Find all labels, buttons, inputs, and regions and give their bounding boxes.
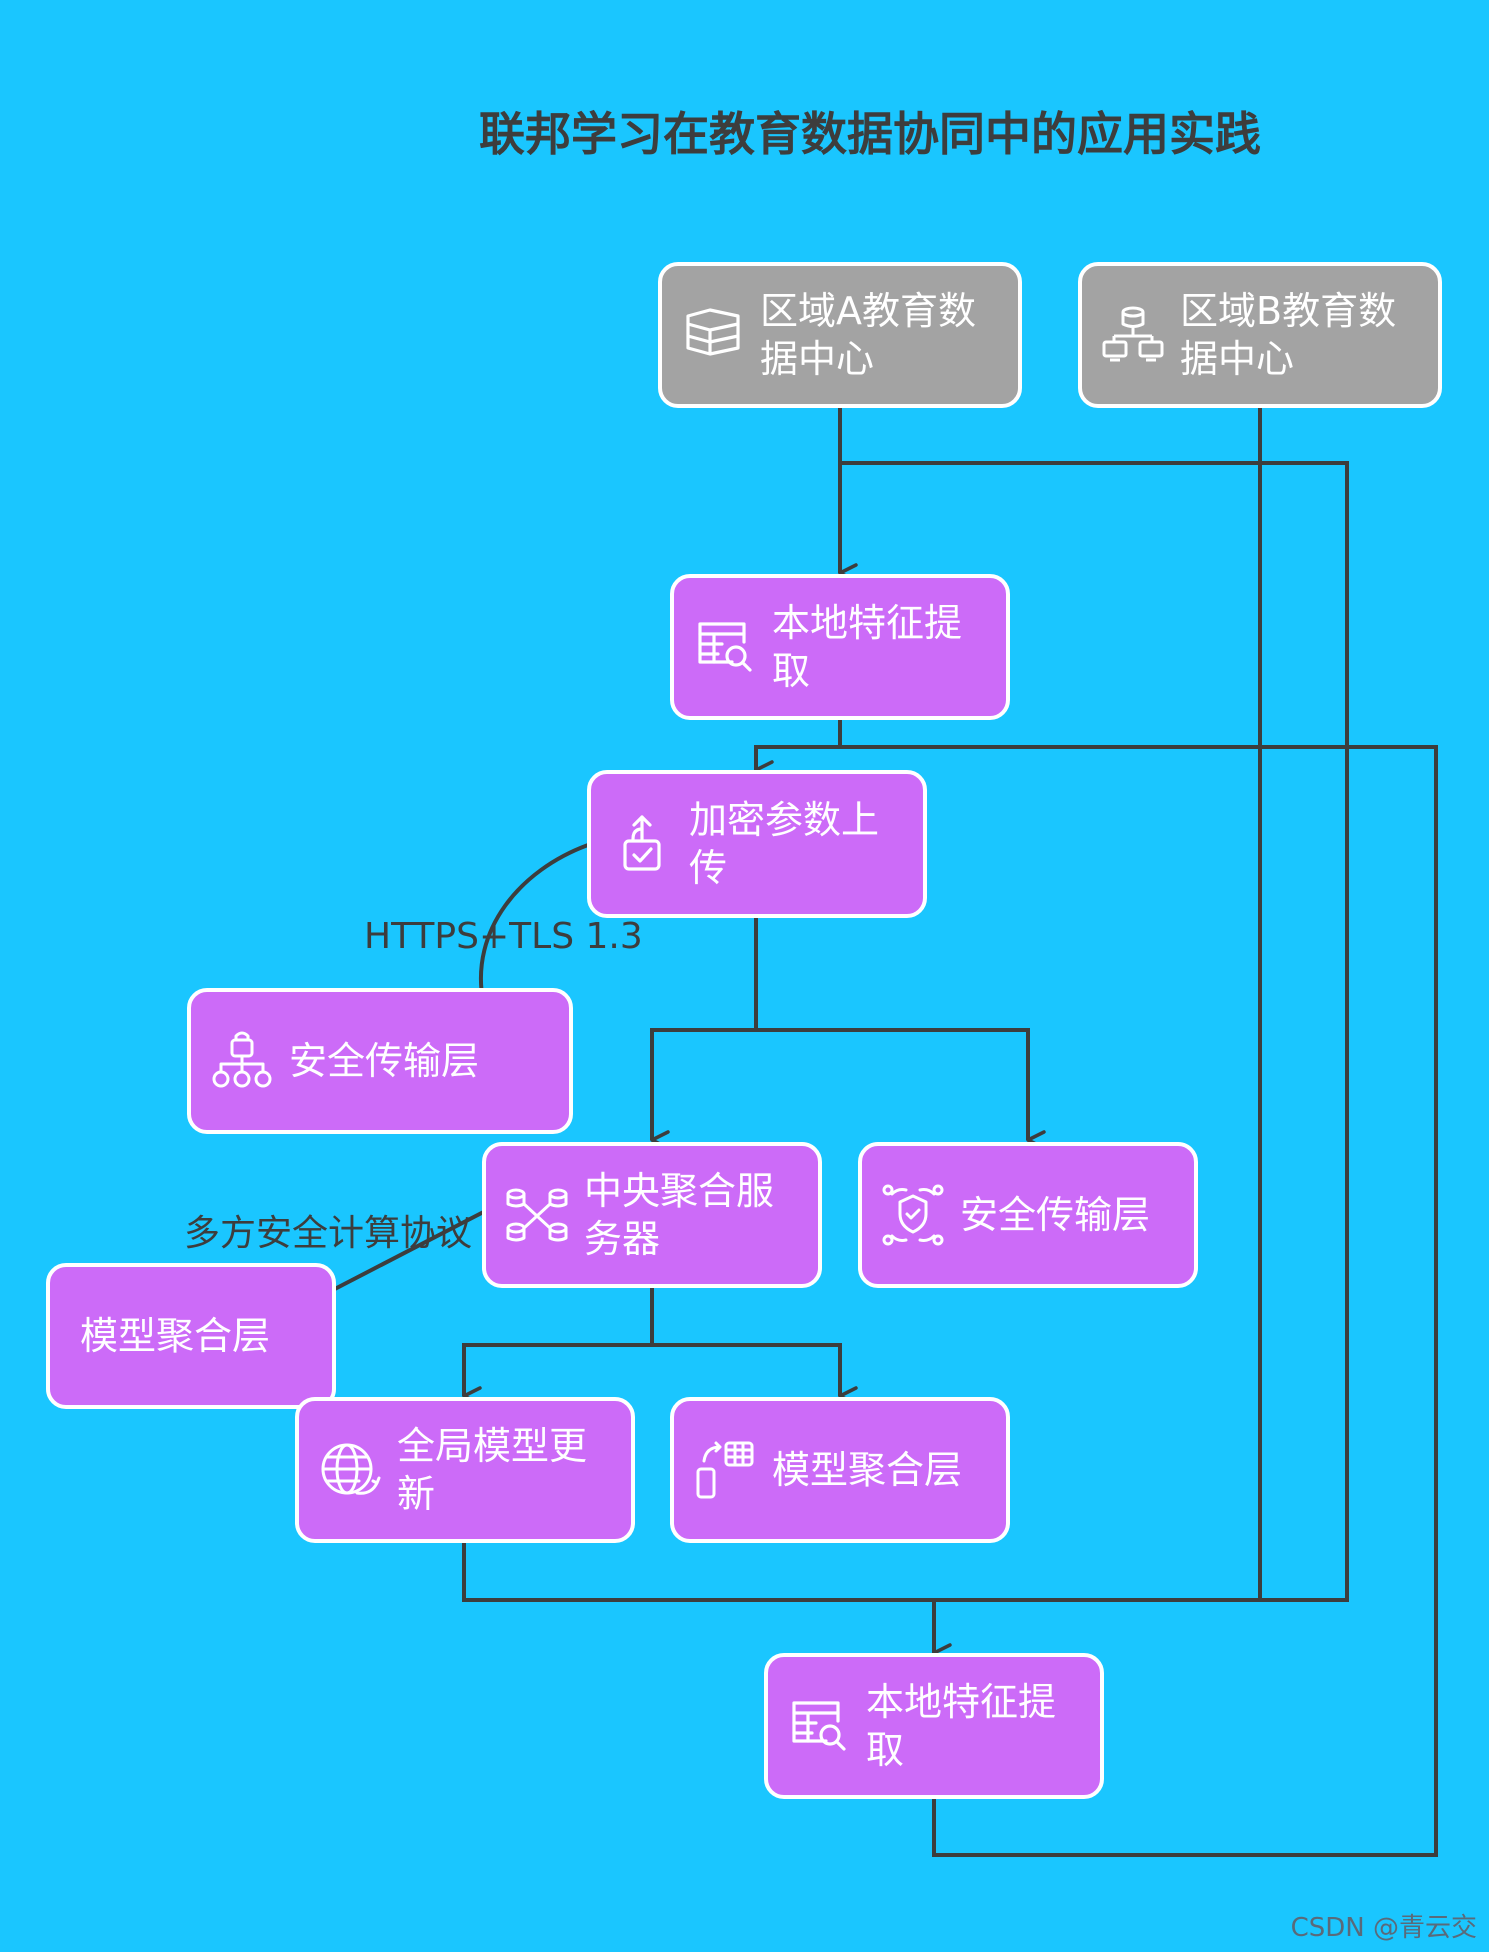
distributed-database-icon [506, 1188, 568, 1242]
node-label: 区域A教育数据中心 [760, 289, 976, 381]
lock-network-icon [212, 1031, 272, 1088]
edge-branch-secure2 [756, 1028, 1046, 1150]
edge-label-tls: HTTPS+TLS 1.3 [364, 916, 643, 957]
device-sync-icon [696, 1441, 754, 1499]
node-label: 安全传输层 [289, 1039, 480, 1083]
table-search-icon [792, 1701, 846, 1751]
node-region-a[interactable]: 区域A教育数据中心 [658, 262, 1022, 408]
edge-global-merge [462, 1543, 934, 1602]
edge-branch2-global [462, 1343, 652, 1406]
node-label: 安全传输层 [960, 1193, 1151, 1237]
table-search-icon [698, 622, 752, 672]
node-label: 模型聚合层 [772, 1448, 963, 1492]
database-stack-icon [686, 308, 740, 356]
node-label: 全局模型更新 [397, 1424, 588, 1516]
node-label: 加密参数上传 [689, 798, 880, 890]
edge-label-mpc: 多方安全计算协议 [184, 1213, 473, 1254]
node-model-aggregation-2[interactable]: 模型聚合层 [670, 1397, 1010, 1543]
lock-upload-icon [623, 815, 661, 871]
node-label: 中央聚合服务器 [584, 1169, 775, 1261]
node-feature-extraction-1[interactable]: 本地特征提取 [670, 574, 1010, 720]
shield-sync-icon [882, 1184, 944, 1246]
node-label: 模型聚合层 [80, 1314, 271, 1358]
edge-feature2-loop [756, 745, 1438, 1857]
server-network-icon [1102, 306, 1164, 362]
node-feature-extraction-2[interactable]: 本地特征提取 [764, 1653, 1104, 1799]
node-region-b[interactable]: 区域B教育数据中心 [1078, 262, 1442, 408]
node-label: 本地特征提取 [866, 1680, 1057, 1772]
node-secure-transport-1[interactable]: 安全传输层 [187, 988, 573, 1134]
edge-branch-central [650, 1028, 756, 1150]
node-label: 本地特征提取 [772, 601, 963, 693]
node-model-aggregation-1[interactable]: 模型聚合层 [46, 1263, 336, 1409]
node-global-model-update[interactable]: 全局模型更新 [295, 1397, 635, 1543]
globe-sync-icon [321, 1443, 381, 1495]
edge-encrypt-secure1 [479, 843, 589, 1008]
node-label: 区域B教育数据中心 [1180, 289, 1397, 381]
node-secure-transport-2[interactable]: 安全传输层 [858, 1142, 1198, 1288]
node-encrypt-upload[interactable]: 加密参数上传 [587, 770, 927, 918]
watermark: CSDN @青云交 [1290, 1913, 1477, 1943]
node-central-server[interactable]: 中央聚合服务器 [482, 1142, 822, 1288]
edge-branch2-modelagg2 [652, 1343, 858, 1406]
edge-regiona-merge [840, 461, 1349, 1602]
diagram-title: 联邦学习在教育数据协同中的应用实践 [479, 107, 1261, 161]
